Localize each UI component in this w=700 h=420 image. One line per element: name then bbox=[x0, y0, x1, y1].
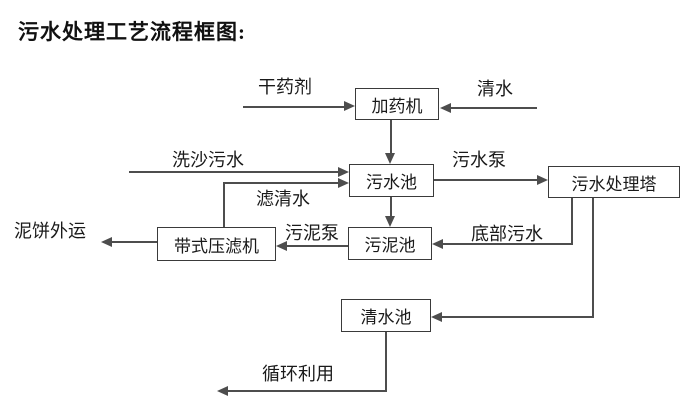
arrow-down-icon bbox=[385, 216, 395, 227]
connector-bottom-sewage bbox=[440, 243, 573, 245]
connector-filtered-water-riser bbox=[223, 183, 225, 227]
arrow-left-icon bbox=[101, 237, 112, 247]
label-bottom-sewage: 底部污水 bbox=[471, 224, 543, 244]
arrow-down-icon bbox=[385, 153, 395, 164]
node-belt-filter-press: 带式压滤机 bbox=[157, 227, 276, 261]
arrow-right-icon bbox=[537, 175, 548, 185]
connector-sludge-pump bbox=[285, 245, 348, 247]
node-sludge-pool: 污泥池 bbox=[348, 227, 432, 260]
connector-recycle-drop bbox=[385, 332, 387, 392]
label-sand-wash-sewage: 洗沙污水 bbox=[172, 150, 244, 170]
connector-sewage-pump bbox=[434, 179, 539, 181]
connector-bottom-sewage-drop bbox=[571, 198, 573, 245]
label-dry-agent: 干药剂 bbox=[258, 77, 312, 97]
connector-dry-agent bbox=[243, 106, 347, 108]
connector-dosing-to-sewage-pool bbox=[390, 120, 392, 156]
label-mud-cake-out: 泥饼外运 bbox=[14, 221, 86, 241]
label-filtered-water: 滤清水 bbox=[256, 189, 310, 209]
connector-sand-wash-sewage bbox=[129, 171, 340, 173]
arrow-right-icon bbox=[338, 178, 349, 188]
connector-tower-to-clean-pool-drop bbox=[592, 198, 594, 318]
label-sludge-pump: 污泥泵 bbox=[285, 223, 339, 243]
arrow-left-icon bbox=[432, 239, 443, 249]
arrow-right-icon bbox=[338, 167, 349, 177]
connector-clean-water bbox=[444, 107, 537, 109]
connector-recycle-use bbox=[226, 390, 387, 392]
diagram-title: 污水处理工艺流程框图: bbox=[18, 20, 246, 44]
connector-filtered-water bbox=[223, 182, 340, 184]
arrow-left-icon bbox=[276, 241, 287, 251]
label-sewage-pump: 污水泵 bbox=[452, 150, 506, 170]
label-clean-water: 清水 bbox=[477, 79, 513, 99]
label-recycle-use: 循环利用 bbox=[262, 364, 334, 384]
node-dosing-machine: 加药机 bbox=[355, 88, 439, 120]
node-clean-water-pool: 清水池 bbox=[341, 299, 431, 332]
arrow-left-icon bbox=[217, 386, 228, 396]
arrow-left-icon bbox=[431, 312, 442, 322]
connector-tower-to-clean-pool bbox=[440, 316, 594, 318]
connector-sewage-to-sludge-pool bbox=[390, 197, 392, 219]
node-treatment-tower: 污水处理塔 bbox=[548, 166, 680, 198]
node-sewage-pool: 污水池 bbox=[349, 164, 434, 197]
arrow-right-icon bbox=[344, 101, 355, 111]
arrow-left-icon bbox=[440, 103, 451, 113]
connector-mud-cake-out bbox=[110, 241, 157, 243]
